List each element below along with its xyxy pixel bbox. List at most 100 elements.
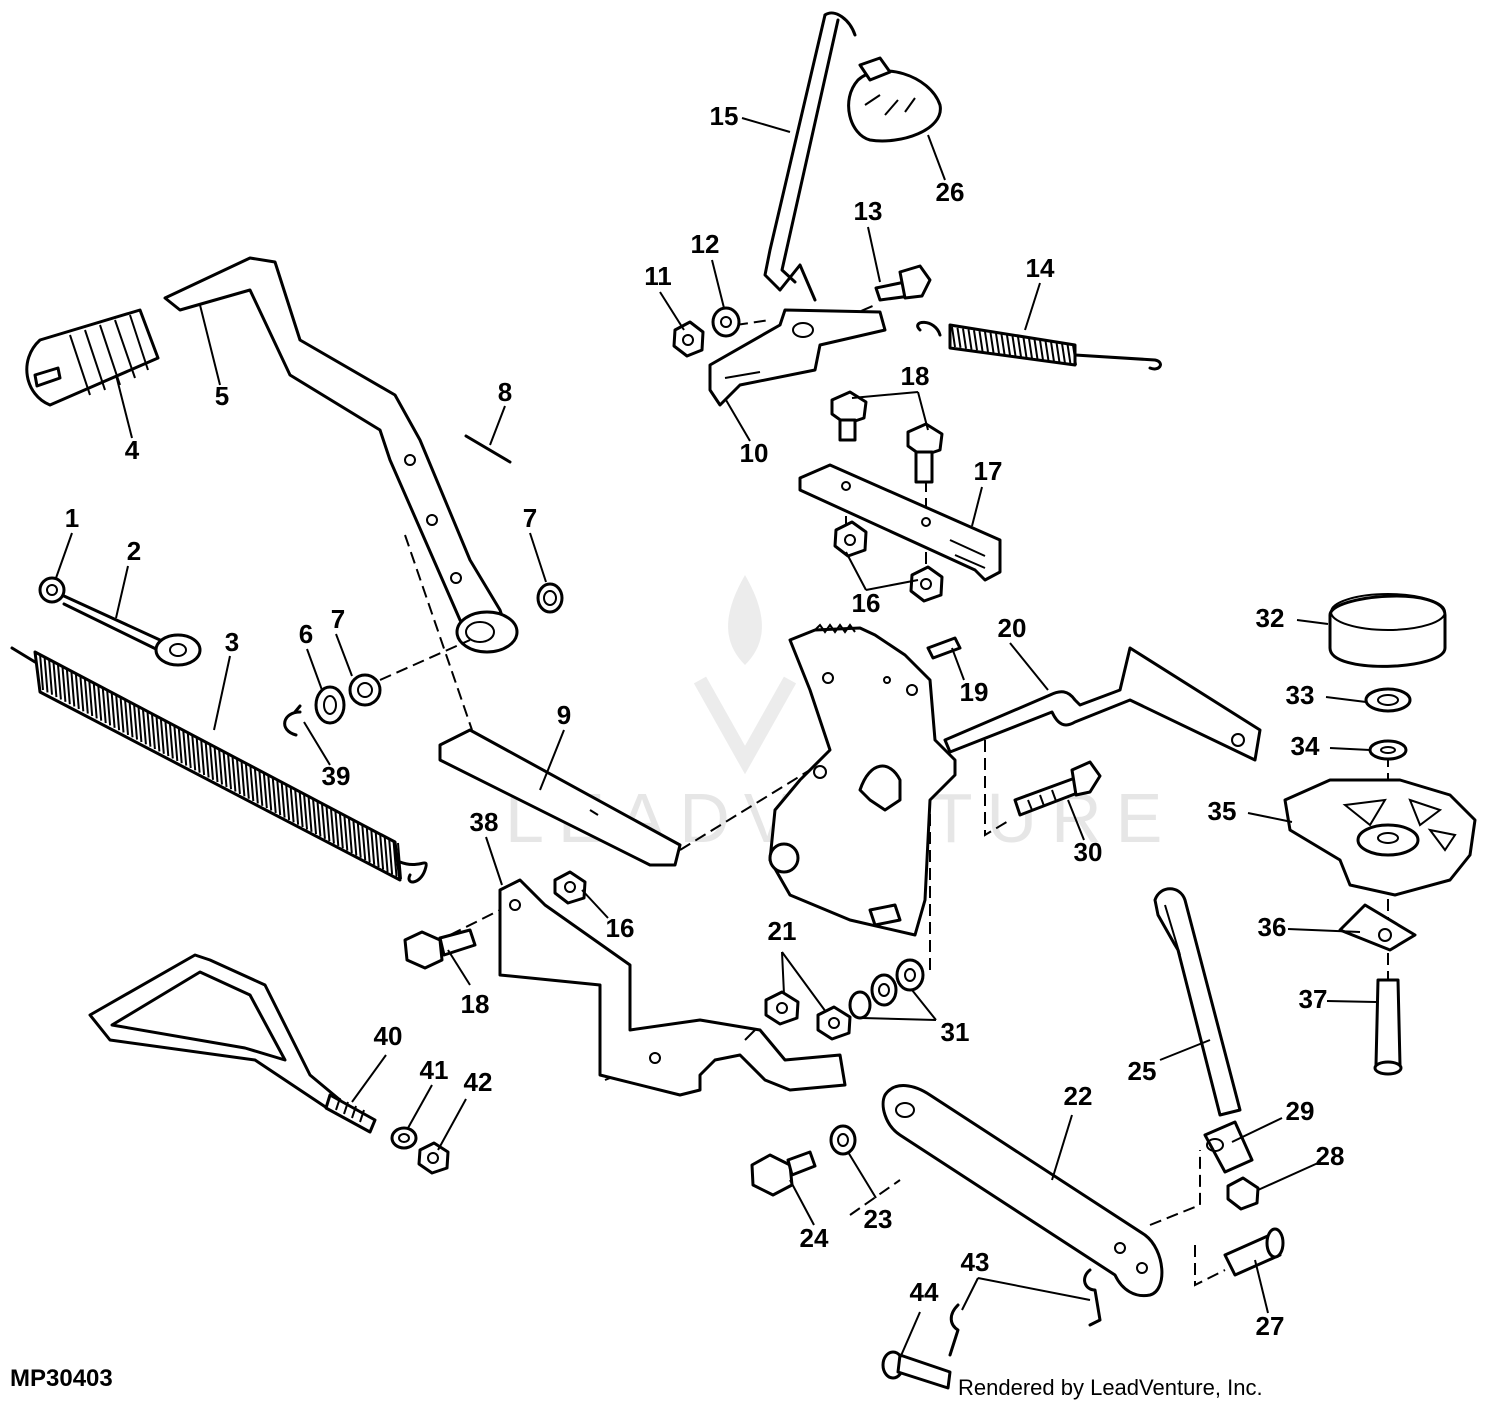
part-6-washer (314, 685, 346, 725)
part-20-shaft-arm (943, 646, 1262, 762)
callout-6: 6 (299, 619, 313, 649)
callout-13: 13 (854, 196, 883, 226)
callout-39: 39 (322, 761, 351, 791)
callout-30: 30 (1074, 837, 1103, 867)
part-33-bushing (1364, 687, 1412, 713)
part-27-pin (1223, 1227, 1285, 1277)
callout-41: 41 (420, 1055, 449, 1085)
part-3-extension-spring (10, 646, 428, 884)
part-16-nut-b (909, 565, 944, 603)
part-26-knob (847, 56, 942, 143)
part-25-handle (1153, 887, 1242, 1117)
callout-22: 22 (1064, 1081, 1093, 1111)
part-16-nut-a (833, 520, 868, 558)
part-29-block (1203, 1120, 1254, 1174)
callout-14: 14 (1026, 253, 1055, 283)
part-42-nut (417, 1141, 450, 1175)
callout-33: 33 (1286, 680, 1315, 710)
part-18-bolt-a (830, 390, 868, 442)
part-35-adjustment-wheel (1283, 778, 1477, 897)
part-1-nut (38, 576, 66, 604)
callout-32: 32 (1256, 603, 1285, 633)
callout-23: 23 (864, 1204, 893, 1234)
part-38-bracket (498, 878, 847, 1097)
callout-29: 29 (1286, 1096, 1315, 1126)
callout-43: 43 (961, 1247, 990, 1277)
credit-text: Rendered by LeadVenture, Inc. (958, 1375, 1263, 1400)
callout-8: 8 (498, 377, 512, 407)
callout-18a: 18 (901, 361, 930, 391)
part-7-bushing-a (348, 673, 382, 707)
part-37-pin (1373, 978, 1403, 1076)
part-11-nut (672, 320, 705, 358)
callout-20: 20 (998, 613, 1027, 643)
callout-31: 31 (941, 1017, 970, 1047)
part-23-washer (829, 1124, 857, 1156)
part-18-bolt-c (403, 928, 477, 970)
part-30-bolt (1013, 760, 1102, 817)
part-41-washer (390, 1126, 418, 1150)
callout-34: 34 (1291, 731, 1320, 761)
callout-24: 24 (800, 1223, 829, 1253)
part-32-cap (1328, 593, 1447, 668)
figure-id: MP30403 (10, 1365, 113, 1392)
callout-27: 27 (1256, 1311, 1285, 1341)
part-21-nut-b (816, 1005, 852, 1041)
part-44-pin (881, 1350, 952, 1390)
part-39-e-clip (283, 704, 302, 737)
callout-7a: 7 (331, 604, 345, 634)
callout-5: 5 (215, 381, 229, 411)
callout-12: 12 (691, 229, 720, 259)
part-13-bolt (874, 264, 932, 302)
callout-17: 17 (974, 456, 1003, 486)
part-4-pedal-pad (25, 308, 160, 407)
part-40-hand-lever (88, 953, 377, 1134)
callout-7b: 7 (523, 503, 537, 533)
callout-28: 28 (1316, 1141, 1345, 1171)
part-5-pedal-arm (163, 256, 519, 654)
part-12-washer (711, 306, 741, 338)
callout-2: 2 (127, 536, 141, 566)
part-21-nut-a (764, 990, 800, 1026)
callout-42: 42 (464, 1067, 493, 1097)
callout-15: 15 (710, 101, 739, 131)
quadrant-plate (768, 623, 957, 937)
part-14-spring (916, 320, 1162, 371)
callout-44: 44 (910, 1277, 939, 1307)
part-16-nut-c (553, 870, 587, 905)
callout-37: 37 (1299, 984, 1328, 1014)
callout-4: 4 (125, 435, 140, 465)
part-18-bolt-b (906, 422, 944, 484)
callout-35: 35 (1208, 796, 1237, 826)
part-36-clip (1338, 903, 1417, 952)
part-19-pin (926, 636, 962, 660)
callout-9: 9 (557, 700, 571, 730)
callout-25: 25 (1128, 1056, 1157, 1086)
part-8-pin (464, 434, 512, 464)
callout-38: 38 (470, 807, 499, 837)
callout-11: 11 (644, 261, 672, 291)
callout-16b: 16 (606, 913, 635, 943)
callout-18b: 18 (461, 989, 490, 1019)
part-15-control-rod (763, 11, 857, 302)
part-17-bracket (798, 463, 1002, 582)
part-28-nut (1226, 1176, 1260, 1211)
callout-26: 26 (936, 177, 965, 207)
part-43-hairpin (948, 1268, 1102, 1357)
callout-3: 3 (225, 627, 239, 657)
callout-1: 1 (65, 503, 79, 533)
leader-lines (55, 117, 1377, 1359)
callout-19: 19 (960, 677, 989, 707)
part-10-lever-plate (708, 308, 887, 407)
part-9-rod (438, 728, 682, 867)
callout-16a: 16 (852, 588, 881, 618)
part-31-washers (848, 958, 925, 1020)
part-34-washer (1368, 739, 1408, 761)
part-22-link-arm (881, 1084, 1164, 1298)
callout-10: 10 (740, 438, 769, 468)
callout-36: 36 (1258, 912, 1287, 942)
callout-21: 21 (768, 916, 797, 946)
callouts: 1 2 3 4 5 6 7 7 8 9 10 11 12 13 14 15 26… (65, 101, 1345, 1341)
callout-40: 40 (374, 1021, 403, 1051)
